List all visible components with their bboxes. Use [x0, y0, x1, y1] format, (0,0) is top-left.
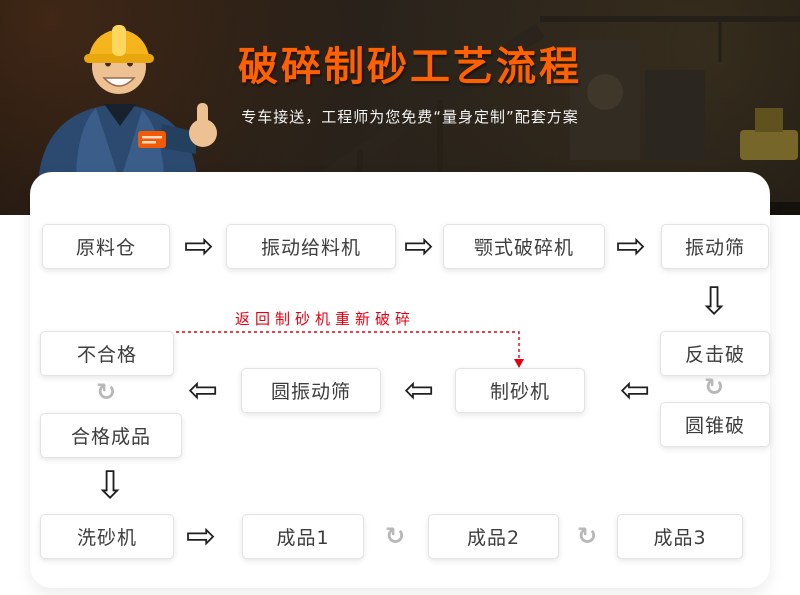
recycle-icon: ↻: [95, 378, 117, 406]
page-title: 破碎制砂工艺流程: [238, 44, 582, 90]
hero-banner: 破碎制砂工艺流程 专车接送，工程师为您免费“量身定制”配套方案: [0, 0, 800, 215]
flow-node-product-3: 成品3: [617, 514, 743, 559]
flow-node-raw-silo: 原料仓: [42, 224, 170, 269]
arrow-right-icon: ⇨: [403, 226, 435, 267]
arrow-down-icon: ⇩: [94, 463, 126, 507]
worker-illustration: [38, 25, 217, 180]
arrow-left-icon: ⇦: [619, 370, 651, 411]
flow-node-qualified-product: 合格成品: [40, 413, 182, 458]
recycle-icon: ↻: [703, 373, 725, 401]
arrow-left-icon: ⇦: [403, 370, 435, 411]
arrow-right-icon: ⇨: [185, 516, 217, 557]
return-note-label: 返回制砂机重新破碎: [235, 310, 416, 328]
flow-node-unqualified: 不合格: [40, 331, 174, 376]
flow-node-cone-crusher: 圆锥破: [660, 402, 770, 447]
flow-node-product-1: 成品1: [242, 514, 364, 559]
flowchart-panel: 返回制砂机重新破碎 原料仓 ⇨ 振动给料机 ⇨ 颚式破碎机 ⇨ 振动筛 ⇩ 不合…: [30, 172, 770, 588]
page-subtitle: 专车接送，工程师为您免费“量身定制”配套方案: [241, 108, 579, 126]
flow-node-jaw-crusher: 颚式破碎机: [443, 224, 605, 269]
arrow-right-icon: ⇨: [183, 226, 215, 267]
arrow-down-icon: ⇩: [698, 279, 730, 323]
flow-node-sand-maker: 制砂机: [455, 368, 585, 413]
flow-node-product-2: 成品2: [428, 514, 559, 559]
flow-node-impact-crusher: 反击破: [660, 331, 770, 376]
flow-node-vibrating-screen: 振动筛: [661, 224, 769, 269]
flow-node-circular-vibrating-screen: 圆振动筛: [241, 368, 381, 413]
recycle-icon: ↻: [384, 522, 406, 550]
arrow-left-icon: ⇦: [187, 370, 219, 411]
arrow-right-icon: ⇨: [615, 226, 647, 267]
flow-node-vibrating-feeder: 振动给料机: [226, 224, 396, 269]
flow-node-sand-washer: 洗砂机: [40, 514, 174, 559]
recycle-icon: ↻: [576, 522, 598, 550]
